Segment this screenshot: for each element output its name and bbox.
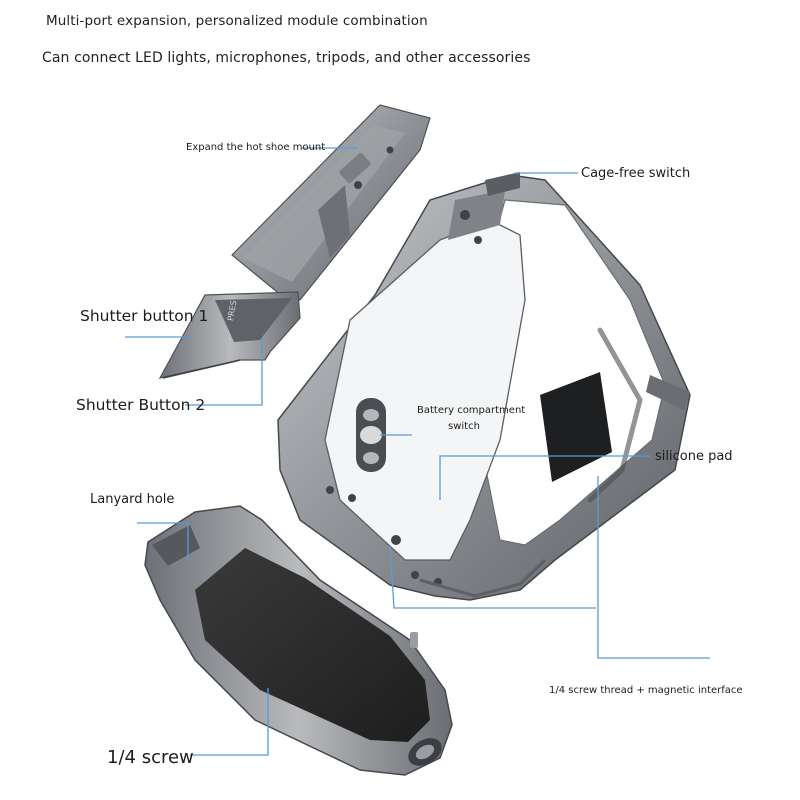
callout-shutter-button-2: Shutter Button 2 xyxy=(76,396,206,414)
callout-screw-thread-magnetic: 1/4 screw thread + magnetic interface xyxy=(549,685,743,696)
callout-battery-switch-line1: Battery compartment xyxy=(417,405,526,416)
callout-silicone-pad: silicone pad xyxy=(655,449,733,464)
headline: Multi-port expansion, personalized modul… xyxy=(46,13,428,29)
callout-cage-free-switch: Cage-free switch xyxy=(581,166,691,181)
hot-shoe-plate xyxy=(158,104,431,379)
callout-lines xyxy=(125,147,710,756)
subheadline: Can connect LED lights, microphones, tri… xyxy=(42,50,531,66)
handle-grip xyxy=(144,505,453,776)
callout-quarter-screw: 1/4 screw xyxy=(107,747,194,768)
callout-hot-shoe: Expand the hot shoe mount xyxy=(186,142,326,153)
callout-shutter-button-1: Shutter button 1 xyxy=(80,307,209,325)
callout-battery-switch-line2: switch xyxy=(448,421,480,432)
cage-frame xyxy=(277,172,691,601)
callout-lanyard-hole: Lanyard hole xyxy=(90,492,175,507)
